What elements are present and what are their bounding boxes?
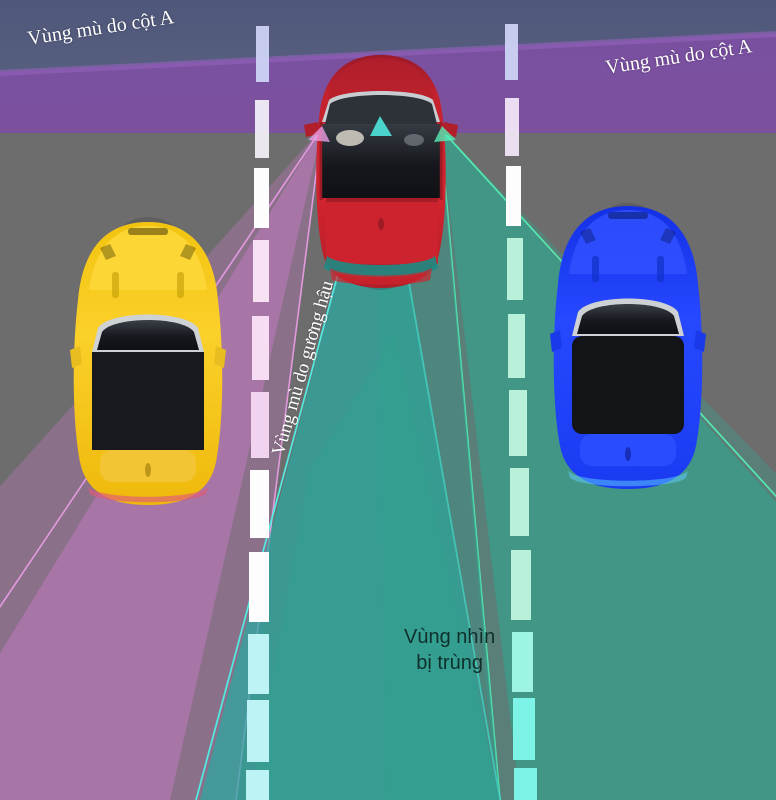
a-pillar-blind-zone-upper-edge	[0, 31, 776, 76]
left-car-yellow	[70, 217, 226, 505]
cone-apex-accents	[308, 116, 456, 142]
ego-car-red	[304, 54, 458, 290]
left-lane-dashes	[246, 26, 269, 800]
right-lane-dashes	[505, 24, 537, 800]
right-car-blue	[550, 203, 706, 489]
overlapping-view-zone-core	[250, 336, 500, 800]
overlapping-view-zone	[380, 128, 500, 800]
